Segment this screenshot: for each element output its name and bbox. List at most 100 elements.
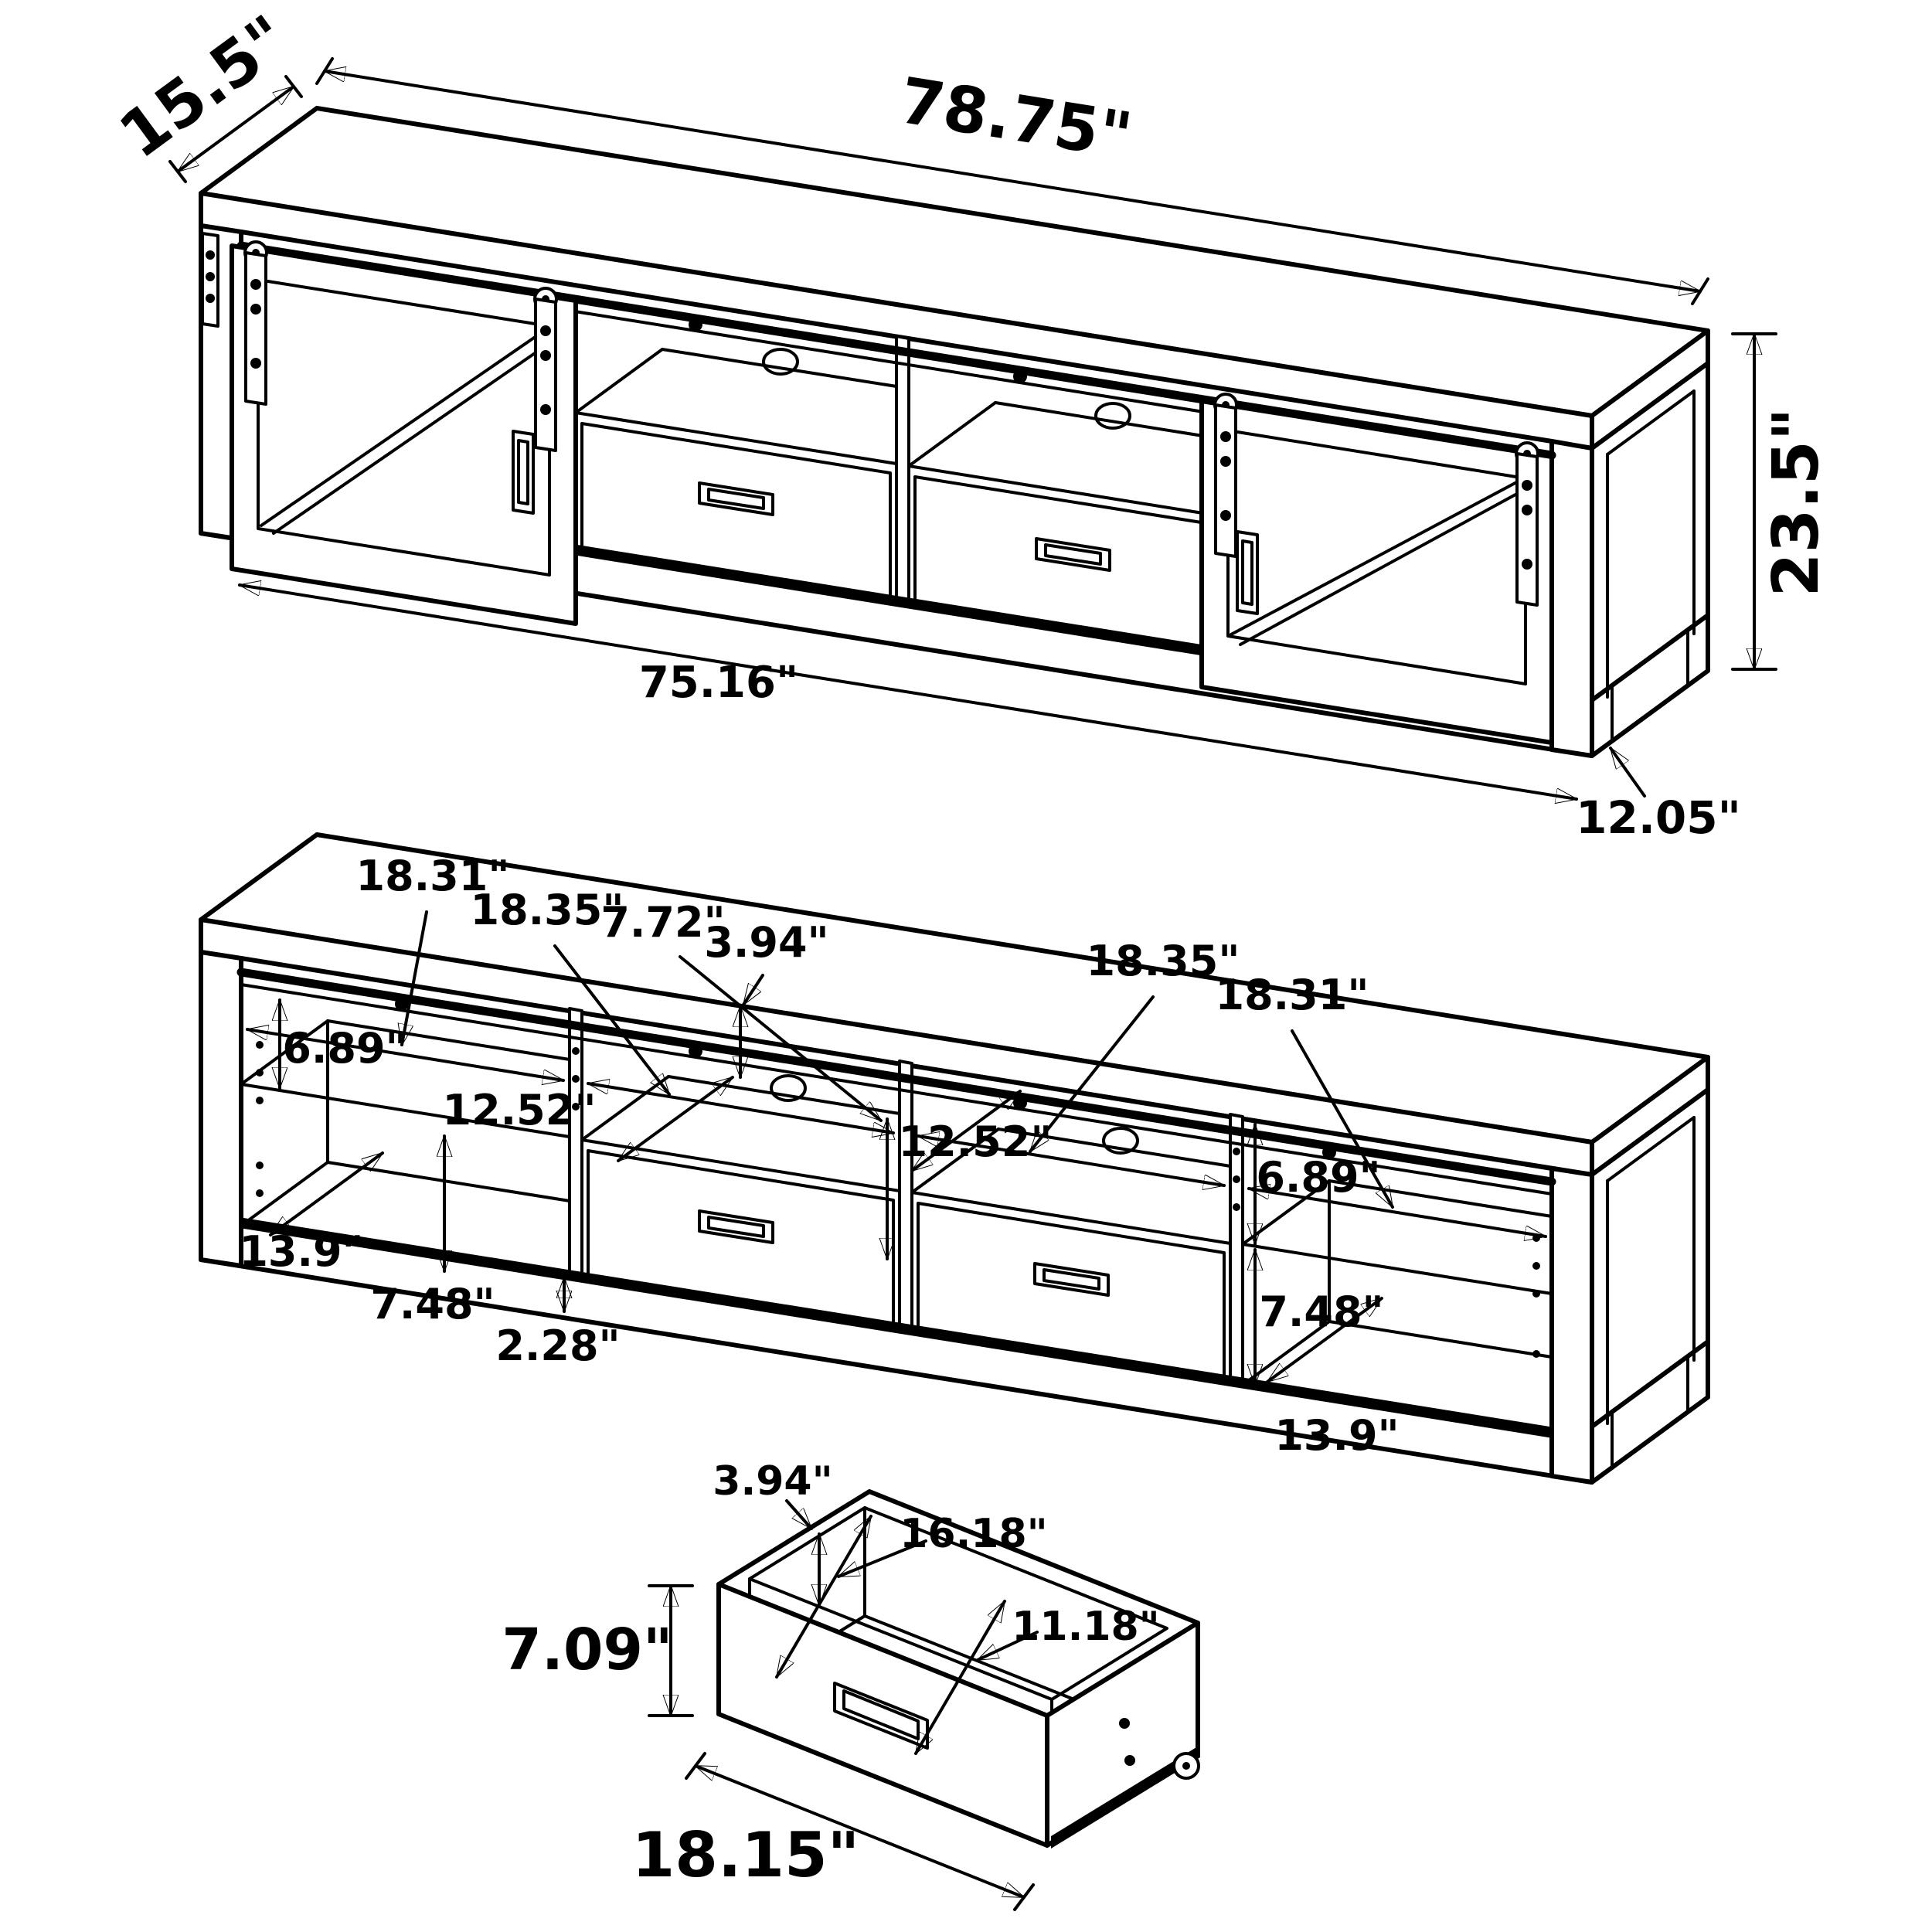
door-strap	[534, 298, 557, 452]
dim-right-shelf-depth: 12.52"	[899, 1117, 1053, 1166]
dim-line-left-width	[246, 1029, 565, 1080]
bolt	[1119, 1718, 1130, 1729]
svg-text:3.94": 3.94"	[713, 1458, 832, 1505]
dim-bottom-rail-height: 2.28"	[495, 1321, 620, 1370]
bolt	[1220, 431, 1231, 442]
peg-hole	[1233, 1203, 1240, 1211]
right-barn-door[interactable]	[1199, 399, 1554, 745]
dim-left-width: 18.31"	[356, 852, 510, 900]
peg-hole	[256, 1097, 264, 1104]
door-strap	[1214, 403, 1237, 558]
dim-right-upper-height: 6.89"	[1256, 1153, 1380, 1202]
bolt	[250, 358, 261, 369]
door-handle[interactable]	[1236, 530, 1259, 615]
bolt	[540, 325, 551, 336]
dim-line-left-depth	[269, 1151, 384, 1236]
leader-left-width	[402, 910, 428, 1046]
drawer-pull-inner	[1044, 543, 1102, 566]
bolt	[250, 279, 261, 290]
dim-leg-depth: 12.05"	[1576, 747, 1741, 844]
bolt	[206, 294, 215, 303]
dim-line-right-shelf-depth	[910, 1090, 1022, 1172]
peg-hole	[1233, 1175, 1240, 1183]
drawer-detail-view: 7.09" 3.94" 16.18" 11.18" 18.15"	[502, 1458, 1200, 1911]
peg-hole	[572, 1047, 580, 1055]
door-strap	[244, 251, 267, 406]
dim-right-width: 18.31"	[1216, 971, 1369, 1019]
peg-hole	[1532, 1290, 1540, 1298]
shelf-front-edge	[574, 411, 898, 465]
dim-base-width: 75.16"	[238, 585, 1578, 799]
dim-drawer-interior-length: 16.18"	[775, 1511, 1048, 1679]
shelf-rear-edge	[994, 401, 1238, 443]
bolt	[1124, 1755, 1135, 1766]
left-barn-door[interactable]	[230, 243, 578, 626]
dim-center-right-width: 18.35"	[1087, 937, 1240, 985]
dim-top-rail-height: 3.94"	[704, 918, 828, 967]
dim-left-compartment-depth: 13.9"	[239, 1227, 363, 1276]
track-stop	[1013, 369, 1027, 383]
svg-text:18.15": 18.15"	[632, 1819, 860, 1891]
shelf-depth-edge	[907, 401, 997, 468]
door-handle[interactable]	[512, 430, 535, 515]
right-front-leg	[1549, 1166, 1594, 1485]
peg-hole	[256, 1041, 264, 1049]
peg-hole	[572, 1075, 580, 1083]
peg-hole	[1532, 1350, 1540, 1358]
svg-text:12.05": 12.05"	[1576, 791, 1741, 844]
leader-right-width	[1291, 1029, 1394, 1209]
svg-text:75.16": 75.16"	[639, 658, 798, 708]
leader-center-left-width	[553, 944, 671, 1096]
shelf-front-edge	[910, 1191, 1232, 1245]
dim-drawer-height: 7.09"	[502, 1584, 694, 1717]
bolt	[206, 250, 215, 260]
track-stop	[689, 318, 702, 332]
bolt	[1522, 559, 1532, 570]
dim-drawer-width: 18.15"	[632, 1752, 1035, 1911]
side-panel-inset-top	[1606, 389, 1696, 456]
drawer-slide-rail	[1051, 1745, 1200, 1849]
interior-view: 18.31" 18.35" 7.72" 3.94" 18.35" 18.31" …	[199, 832, 1710, 1485]
dim-right-lower-height: 7.48"	[1259, 1287, 1383, 1336]
center-divider	[895, 335, 910, 607]
right-front-leg	[1549, 439, 1594, 758]
dim-drawer-interior-width: 11.18"	[914, 1600, 1160, 1755]
bolt	[540, 404, 551, 415]
shelf-rear-edge	[661, 348, 898, 388]
side-panel-inset-top	[1606, 1116, 1696, 1182]
leader-center-right-width	[1029, 995, 1155, 1153]
drawer-pull-inner	[1043, 1268, 1100, 1291]
door-strap	[1515, 452, 1539, 607]
track-stop	[689, 1044, 702, 1058]
leader-upper-height	[679, 955, 883, 1122]
svg-text:78.75": 78.75"	[895, 64, 1137, 174]
svg-text:23.5": 23.5"	[1760, 407, 1833, 597]
peg-hole	[1233, 1148, 1240, 1155]
dim-left-upper-height: 6.89"	[282, 1024, 406, 1073]
bolt	[540, 350, 551, 361]
track-stop	[1013, 1096, 1027, 1110]
drawer-pull-inner	[707, 488, 765, 510]
left-front-leg	[199, 950, 243, 1268]
dim-left-shelf-depth: 12.52"	[443, 1086, 597, 1134]
bolt	[1522, 480, 1532, 491]
track-stop	[395, 997, 409, 1011]
cable-hole	[1094, 402, 1131, 430]
wheel-pin	[1182, 1762, 1190, 1770]
track-stop	[1322, 1145, 1336, 1159]
peg-hole	[1532, 1262, 1540, 1270]
bolt	[1220, 456, 1231, 467]
peg-hole	[256, 1189, 264, 1197]
dim-left-lower-height: 7.48"	[370, 1280, 495, 1328]
cable-hole	[762, 348, 799, 376]
svg-text:11.18": 11.18"	[1012, 1604, 1160, 1650]
assembled-view: 15.5" 78.75" 23.5" 75.16" 12.05"	[107, 2, 1833, 844]
shelf-front-edge	[907, 464, 1238, 520]
dim-center-left-width: 18.35"	[471, 886, 624, 934]
peg-hole	[256, 1162, 264, 1169]
dim-line-left-shelf-depth	[617, 1076, 734, 1162]
peg-hole	[572, 1103, 580, 1111]
svg-text:16.18": 16.18"	[900, 1511, 1048, 1557]
